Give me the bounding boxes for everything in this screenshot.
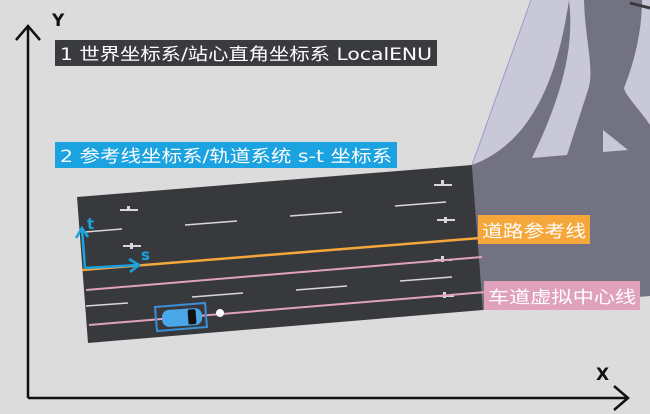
- junction-light-stripe: [532, 0, 591, 158]
- y-axis-label: Y: [51, 11, 65, 31]
- road: [77, 165, 487, 343]
- t-axis-label: t: [87, 215, 94, 233]
- lane-centerline: [85, 256, 483, 291]
- road-reference-line: [81, 236, 481, 272]
- lane-centerline-label-bg: [484, 281, 640, 310]
- ego-vehicle: [153, 301, 209, 333]
- junction-light-triangle: [603, 130, 628, 152]
- reference-frame-label-bg: [55, 142, 397, 168]
- target-point: [216, 309, 224, 317]
- lane-dashes: [84, 201, 453, 307]
- road-reference-line-label-bg: [478, 215, 590, 244]
- world-frame-label: 1 世界坐标系/站心直角坐标系 LocalENU: [60, 45, 432, 65]
- junction-light-stripe: [624, 0, 650, 125]
- junction-light-region: [472, 0, 569, 165]
- x-axis-label: X: [596, 365, 609, 385]
- reference-frame-label: 2 参考线坐标系/轨道系统 s-t 坐标系: [60, 147, 392, 167]
- lane-centerline-label: 车道虚拟中心线: [488, 288, 636, 308]
- road-reference-line-label: 道路参考线: [482, 222, 586, 242]
- s-axis-label: s: [141, 246, 150, 264]
- world-axes: [15, 24, 630, 411]
- junction-area: [471, 0, 650, 310]
- st-axes: [74, 225, 142, 273]
- world-frame-label-bg: [55, 40, 437, 66]
